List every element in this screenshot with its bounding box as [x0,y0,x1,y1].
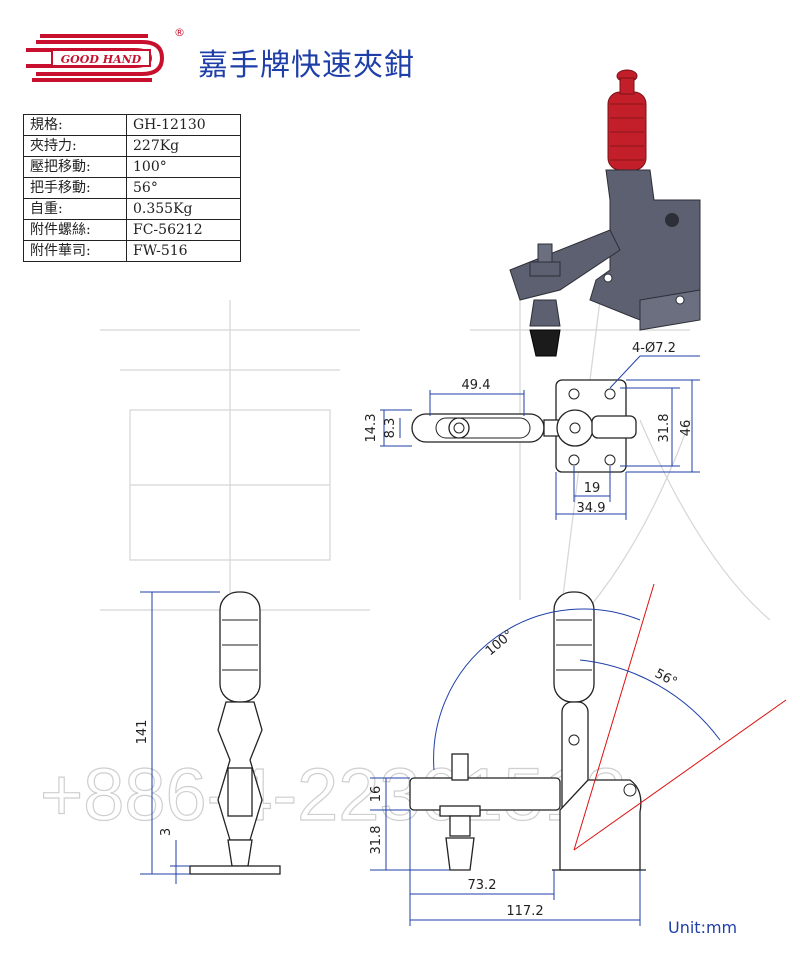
page-title: 嘉手牌快速夾鉗 [198,48,415,83]
registered-mark: ® [174,26,185,39]
dim-reach: 73.2 [468,878,497,893]
spec-label: 附件華司: [23,240,127,262]
logo-text: GOOD HAND [61,53,142,66]
dim-top-width-inner: 8.3 [383,418,398,439]
dim-base-width: 34.9 [577,501,606,516]
dim-total-length: 117.2 [506,904,543,919]
clamp-3d-render [509,69,701,357]
dim-hole-spacing: 19 [584,481,601,496]
dim-angle-lever: 56° [652,666,679,690]
spec-value: 0.355Kg [126,198,241,220]
spec-row: 附件華司:FW-516 [23,240,241,262]
spec-value: FW-516 [126,240,241,262]
dim-spindle-height: 31.8 [369,826,384,855]
dim-total-height: 141 [135,720,150,745]
spec-label: 壓把移動: [23,156,127,178]
spec-row: 自重:0.355Kg [23,198,241,220]
dim-base-height-outer: 46 [679,420,694,437]
unit-label: Unit:mm [668,918,738,937]
dim-base-thickness: 3 [159,828,174,836]
top-view-dimensions: 49.4 14.3 8.3 31.8 46 4-Ø7.2 19 34.9 [364,341,700,520]
dim-hole-spec: 4-Ø7.2 [632,341,676,356]
dim-top-width-outer: 14.3 [364,414,379,443]
spec-row: 夾持力:227Kg [23,135,241,157]
dim-top-length: 49.4 [462,378,491,393]
side-view [409,583,787,871]
spec-row: 壓把移動:100° [23,156,241,178]
spec-value: 100° [126,156,241,178]
spec-label: 自重: [23,198,127,220]
dim-bar-height: 16 [369,786,384,803]
dim-angle-handle: 100° [483,627,517,659]
dim-base-height-inner: 31.8 [657,414,672,443]
front-view-dimensions: 141 3 [135,591,220,884]
good-hand-logo: GOOD HAND ® [26,26,185,82]
front-view [189,591,281,875]
top-view [411,379,637,473]
